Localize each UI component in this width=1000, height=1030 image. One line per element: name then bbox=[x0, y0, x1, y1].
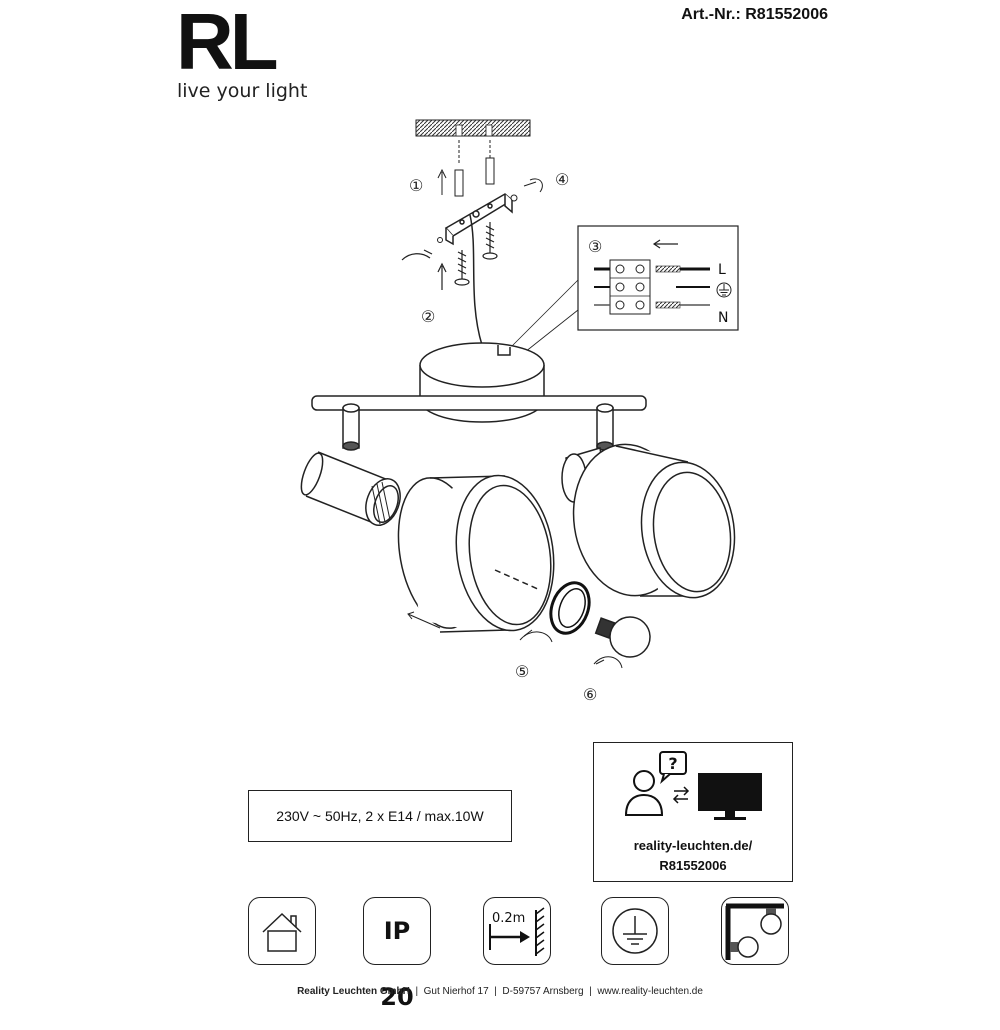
retaining-ring-icon bbox=[549, 581, 591, 635]
support-illustration: ? bbox=[624, 751, 762, 820]
spot-arm-left bbox=[342, 403, 360, 451]
step-3-label: ③ bbox=[588, 237, 602, 256]
house-icon bbox=[262, 912, 302, 952]
step-4-label: ④ bbox=[555, 170, 569, 189]
footer-website[interactable]: www.reality-leuchten.de bbox=[597, 986, 703, 997]
question-mark: ? bbox=[668, 754, 677, 773]
nut-icon bbox=[437, 178, 543, 243]
support-url[interactable]: reality-leuchten.de/ R81552006 bbox=[593, 836, 793, 876]
footer-separator: | bbox=[415, 986, 419, 997]
step-6-label: ⑥ bbox=[583, 685, 597, 704]
indoor-use-badge bbox=[248, 897, 316, 965]
lamp-shade-left bbox=[397, 474, 555, 633]
footer-address: Gut Nierhof 17 bbox=[423, 986, 489, 997]
exchange-arrows-icon bbox=[672, 786, 690, 804]
footer-separator: | bbox=[589, 986, 592, 997]
step-2-label: ② bbox=[421, 307, 435, 326]
ip-rating-badge: IP 20 bbox=[363, 897, 431, 1011]
earth-icon bbox=[716, 282, 732, 298]
support-box: ? bbox=[593, 742, 793, 882]
monitor-icon bbox=[698, 773, 762, 820]
article-number: Art.-Nr.: R81552006 bbox=[681, 6, 828, 23]
wiring-detail: ③ L N bbox=[509, 225, 739, 357]
ceiling-icon bbox=[415, 119, 531, 137]
mounting-bracket-icon bbox=[444, 193, 514, 246]
electrical-spec: 230V ~ 50Hz, 2 x E14 / max.10W bbox=[248, 790, 512, 842]
lamp-shade-right bbox=[561, 443, 736, 599]
distance-badge: 0.2m bbox=[483, 897, 551, 965]
person-icon bbox=[624, 770, 664, 816]
support-url-line1: reality-leuchten.de/ bbox=[633, 838, 753, 853]
wire-live-label: L bbox=[718, 262, 726, 278]
brand-tagline: live your light bbox=[177, 80, 308, 102]
footer-city: D-59757 Arnsberg bbox=[502, 986, 584, 997]
ip-rating-text: IP 20 bbox=[380, 917, 414, 1011]
light-bar-icon bbox=[311, 395, 647, 411]
spot-arm-right bbox=[596, 403, 614, 451]
bulb-position-icon bbox=[725, 903, 784, 960]
question-bubble-icon: ? bbox=[659, 751, 687, 784]
wire-neutral-label: N bbox=[718, 310, 728, 326]
assembly-diagram: ① ④ ② ⑤ ⑥ ③ L N bbox=[300, 119, 739, 704]
step-5-label: ⑤ bbox=[515, 662, 529, 681]
brand-logo: RL bbox=[176, 0, 279, 86]
screw-icon bbox=[401, 222, 498, 290]
direction-arrows bbox=[407, 611, 623, 669]
bulb-position-badge bbox=[721, 897, 789, 965]
distance-icon: 0.2m bbox=[489, 907, 545, 956]
footer: Reality Leuchten GmbH | Gut Nierhof 17 |… bbox=[0, 986, 1000, 997]
lamp-holder-icon bbox=[300, 451, 401, 526]
footer-separator: | bbox=[494, 986, 497, 997]
support-url-line2: R81552006 bbox=[659, 858, 727, 873]
electrical-spec-text: 230V ~ 50Hz, 2 x E14 / max.10W bbox=[276, 808, 484, 824]
wall-plug-icon bbox=[437, 140, 495, 197]
bulb-icon bbox=[594, 616, 651, 658]
distance-text: 0.2m bbox=[492, 911, 525, 926]
footer-company: Reality Leuchten GmbH bbox=[297, 986, 410, 997]
protective-earth-icon bbox=[612, 908, 658, 954]
power-cable bbox=[469, 214, 483, 346]
protection-class-badge bbox=[601, 897, 669, 965]
step-1-label: ① bbox=[409, 176, 423, 195]
